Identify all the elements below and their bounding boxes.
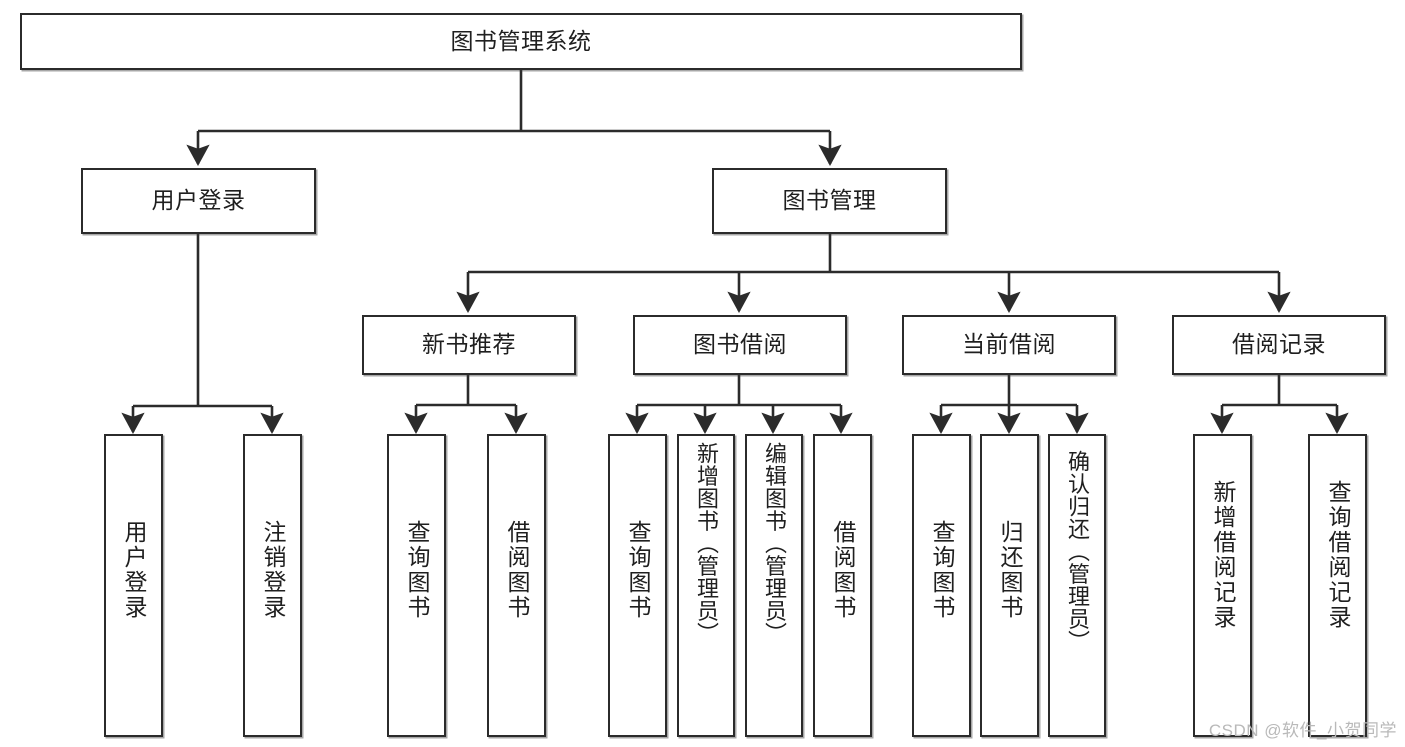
node-label: 查询图书 xyxy=(625,520,651,620)
node-leaf-query-book-borrow[interactable]: 查询图书 xyxy=(608,434,667,737)
node-label: 图书借阅 xyxy=(693,331,787,358)
node-leaf-confirm-return-admin[interactable]: 确认归还（管理员） xyxy=(1048,434,1106,737)
node-book-management[interactable]: 图书管理 xyxy=(712,168,947,234)
node-leaf-add-borrow-record[interactable]: 新增借阅记录 xyxy=(1193,434,1252,737)
node-leaf-logout[interactable]: 注销登录 xyxy=(243,434,302,737)
node-leaf-borrow-book[interactable]: 借阅图书 xyxy=(813,434,872,737)
node-borrow-record[interactable]: 借阅记录 xyxy=(1172,315,1386,375)
node-label: 查询图书 xyxy=(929,520,955,620)
node-leaf-edit-book-admin[interactable]: 编辑图书（管理员） xyxy=(745,434,803,737)
node-leaf-user-login[interactable]: 用户登录 xyxy=(104,434,163,737)
node-leaf-return-book[interactable]: 归还图书 xyxy=(980,434,1039,737)
node-label: 确认归还（管理员） xyxy=(1065,450,1090,653)
node-label: 新增图书（管理员） xyxy=(694,442,719,645)
node-label: 新增借阅记录 xyxy=(1210,480,1236,630)
node-new-book-recommend[interactable]: 新书推荐 xyxy=(362,315,576,375)
node-label: 新书推荐 xyxy=(422,331,516,358)
node-label: 借阅图书 xyxy=(830,520,856,620)
node-label: 用户登录 xyxy=(121,520,147,620)
node-leaf-query-book-current[interactable]: 查询图书 xyxy=(912,434,971,737)
node-label: 用户登录 xyxy=(151,187,246,214)
node-leaf-borrow-book-recommend[interactable]: 借阅图书 xyxy=(487,434,546,737)
node-label: 借阅图书 xyxy=(504,520,530,620)
node-label: 注销登录 xyxy=(260,520,286,620)
node-book-borrow[interactable]: 图书借阅 xyxy=(633,315,847,375)
node-label: 查询借阅记录 xyxy=(1325,480,1351,630)
node-leaf-query-borrow-record[interactable]: 查询借阅记录 xyxy=(1308,434,1367,737)
node-label: 图书管理 xyxy=(782,187,877,214)
node-label: 借阅记录 xyxy=(1232,331,1326,358)
node-label: 编辑图书（管理员） xyxy=(762,442,787,645)
node-leaf-add-book-admin[interactable]: 新增图书（管理员） xyxy=(677,434,735,737)
node-label: 查询图书 xyxy=(404,520,430,620)
node-label: 归还图书 xyxy=(997,520,1023,620)
node-label: 当前借阅 xyxy=(962,331,1056,358)
node-leaf-query-book-recommend[interactable]: 查询图书 xyxy=(387,434,446,737)
csdn-watermark: CSDN @软件_小贺同学 xyxy=(1208,721,1397,740)
node-label: 图书管理系统 xyxy=(450,27,592,54)
node-current-borrow[interactable]: 当前借阅 xyxy=(902,315,1116,375)
node-root-system[interactable]: 图书管理系统 xyxy=(20,13,1022,70)
node-user-login[interactable]: 用户登录 xyxy=(81,168,316,234)
